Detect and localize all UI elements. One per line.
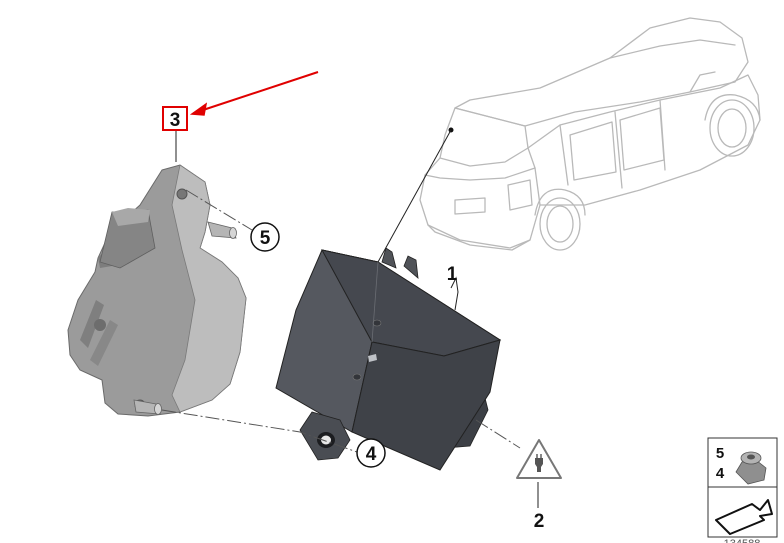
nut-icon: [735, 451, 767, 485]
svg-text:4: 4: [366, 444, 377, 465]
label-part-4[interactable]: 4: [356, 438, 386, 468]
label-part-1[interactable]: 1: [447, 264, 458, 285]
diagram-number: 134588: [724, 538, 761, 543]
label-part-5[interactable]: 5: [250, 222, 280, 252]
highlight-box: [162, 106, 188, 131]
label-part-2[interactable]: 2: [534, 511, 545, 532]
label-part-3[interactable]: 3: [170, 110, 181, 131]
highlight-arrow: [189, 71, 319, 116]
key-label-top: 5: [716, 445, 724, 462]
location-leader: [377, 129, 452, 263]
svg-text:5: 5: [260, 228, 271, 249]
control-unit-part: [275, 247, 502, 471]
key-label-bottom: 4: [716, 465, 725, 482]
warning-triangle-plug-icon: [516, 439, 562, 479]
bracket-part: [67, 164, 247, 417]
car-outline: [419, 17, 761, 251]
leader-lines: [161, 130, 539, 508]
arrow-icon: [715, 499, 773, 535]
key-panel: 5 4: [707, 437, 778, 538]
